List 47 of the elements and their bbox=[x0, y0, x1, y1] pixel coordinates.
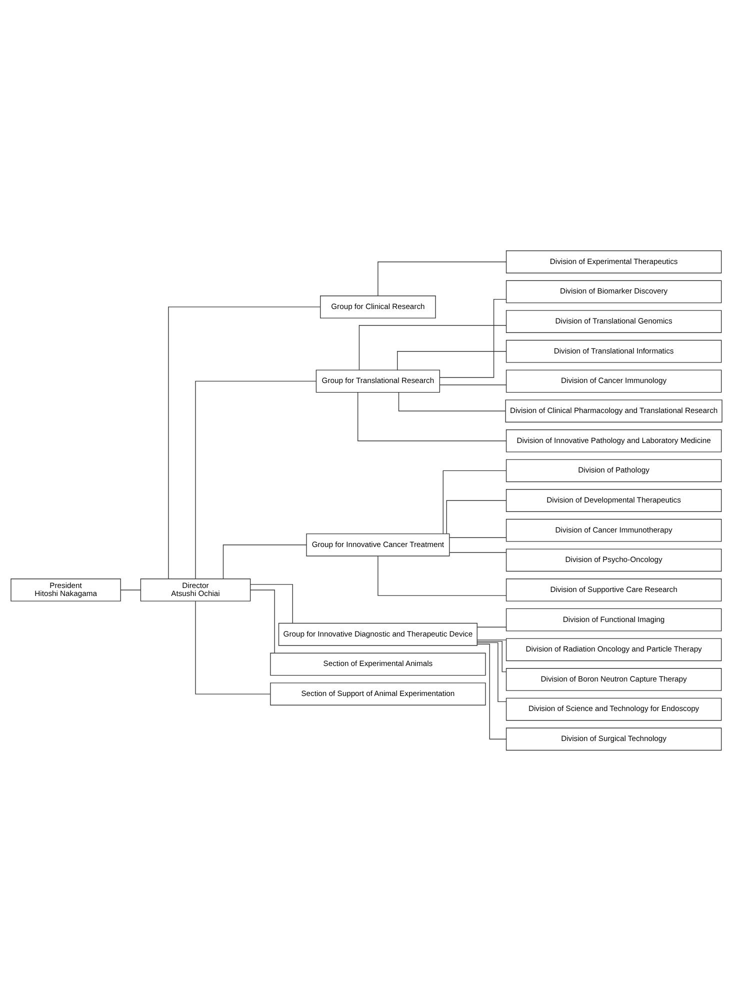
node-box: Division of Translational Informatics bbox=[506, 339, 722, 362]
connector bbox=[357, 392, 507, 441]
node-box: Division of Clinical Pharmacology and Translational Research bbox=[505, 399, 722, 422]
node-box: President Hitoshi Nakagama bbox=[10, 578, 121, 601]
connector bbox=[442, 470, 507, 534]
connector bbox=[250, 589, 275, 653]
node-box: Division of Supportive Care Research bbox=[506, 578, 722, 601]
node-box: Division of Innovative Pathology and Laboratory Medicine bbox=[506, 428, 722, 452]
node-box: Division of Biomarker Discovery bbox=[506, 280, 722, 303]
node-box: Director Atsushi Ochiai bbox=[140, 578, 251, 601]
connector bbox=[168, 306, 320, 579]
node-box: Division of Translational Genomics bbox=[506, 310, 722, 332]
node-box: Group for Clinical Research bbox=[320, 295, 436, 318]
node-box: Division of Experimental Therapeutics bbox=[506, 250, 722, 273]
node-box: Division of Pathology bbox=[506, 458, 722, 482]
connector bbox=[476, 643, 506, 739]
connector bbox=[358, 324, 507, 370]
connector bbox=[222, 544, 307, 579]
node-box: Division of Developmental Therapeutics bbox=[506, 488, 722, 512]
connector bbox=[195, 380, 317, 579]
connector bbox=[397, 350, 507, 370]
node-box: Group for Translational Research bbox=[316, 369, 440, 392]
connector bbox=[476, 639, 507, 640]
node-box: Section of Experimental Animals bbox=[270, 652, 486, 676]
node-box: Division of Boron Neutron Capture Therapy bbox=[506, 668, 722, 690]
node-box: Section of Support of Animal Experimentation bbox=[270, 682, 486, 705]
node-box: Division of Surgical Technology bbox=[506, 727, 722, 750]
connector bbox=[476, 626, 507, 627]
connector bbox=[440, 384, 507, 385]
node-box: Division of Cancer Immunotherapy bbox=[506, 518, 722, 542]
connector bbox=[378, 555, 507, 596]
node-box: Division of Functional Imaging bbox=[506, 608, 722, 631]
connector bbox=[195, 600, 271, 694]
connector bbox=[250, 584, 293, 623]
node-box: Division of Radiation Oncology and Particle Therapy bbox=[506, 638, 722, 661]
connector bbox=[476, 642, 506, 702]
connector bbox=[446, 500, 507, 534]
connector bbox=[476, 640, 506, 672]
node-box: Group for Innovative Diagnostic and Therapeutic Device bbox=[278, 622, 478, 646]
node-box: Division of Cancer Immunology bbox=[506, 369, 722, 392]
node-box: Division of Science and Technology for Endoscopy bbox=[506, 697, 722, 720]
connector bbox=[449, 536, 506, 538]
connector bbox=[398, 391, 506, 411]
connector bbox=[120, 589, 142, 590]
connector bbox=[378, 261, 507, 296]
node-box: Group for Innovative Cancer Treatment bbox=[306, 532, 450, 556]
node-box: Division of Psycho-Oncology bbox=[506, 548, 722, 572]
